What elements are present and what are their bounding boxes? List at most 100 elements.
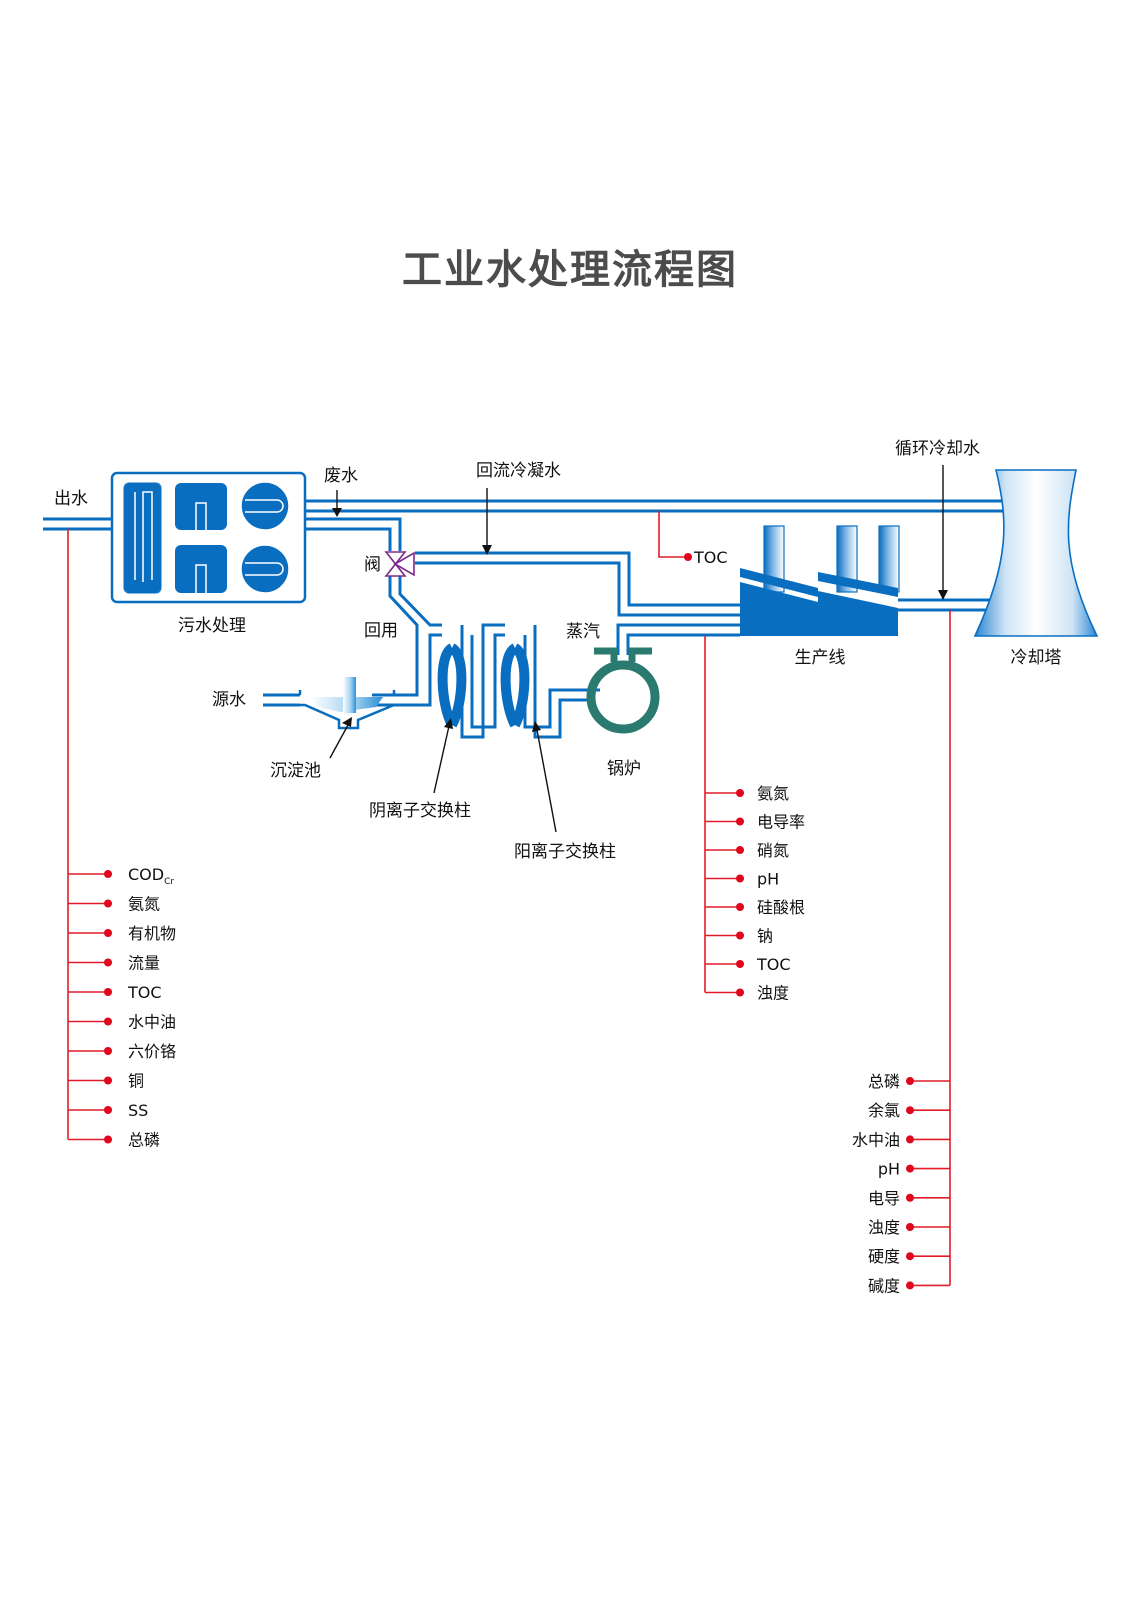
sensor-item[interactable]: 硅酸根 [705,898,805,917]
sensor-item[interactable]: 水中油 [852,1130,950,1149]
sensor-item[interactable]: 钠 [705,927,773,946]
sensor-dot [104,988,112,996]
sensor-dot [906,1223,914,1231]
sensor-label: 钠 [757,927,773,946]
outlet-pipe [43,517,112,531]
sensor-label: 水中油 [852,1130,900,1149]
label-reuse: 回用 [364,621,398,641]
sensor-dot [104,929,112,937]
label-source-water: 源水 [212,690,246,710]
label-boiler: 锅炉 [607,759,641,779]
sensor-label: pH [757,870,779,889]
sensor-dot [104,1017,112,1026]
sensor-item[interactable]: SS [68,1101,148,1120]
steam-pipe [616,623,740,655]
sensor-label: 余氯 [868,1101,900,1120]
annotation-arrows [329,465,948,833]
sensor-item[interactable]: 氨氮 [705,784,789,803]
sensor-label: TOC [127,983,162,1002]
sensor-item[interactable]: 有机物 [68,924,176,943]
boiler[interactable] [586,647,660,734]
sensor-item[interactable]: 氨氮 [68,895,160,914]
cooling-tower[interactable] [973,469,1099,637]
production-line[interactable] [740,525,900,636]
sensor-label: 铜 [128,1072,144,1091]
sensor-dot [906,1252,914,1261]
sensor-dot [736,817,744,826]
sensor-label: 硅酸根 [757,898,805,917]
sensor-item[interactable]: 电导 [868,1189,950,1208]
label-production-line: 生产线 [795,648,846,668]
sensor-dot [104,870,112,878]
sensor-item[interactable]: 水中油 [68,1013,176,1032]
label-wastewater: 废水 [324,466,358,486]
sensor-label: 氨氮 [757,784,789,803]
sensor-item[interactable]: TOC [705,955,791,974]
toc-probe-label: TOC [693,548,728,567]
sensor-dot [104,958,112,967]
sensor-label-subscript: Cr [164,877,174,887]
sensor-item[interactable]: 碱度 [868,1276,950,1295]
sensor-item[interactable]: 硝氮 [705,841,789,860]
sensor-label: 浊度 [868,1218,900,1237]
sensor-item[interactable]: 硬度 [868,1247,950,1266]
sensor-item[interactable]: TOC [68,983,162,1002]
diagram-title: 工业水处理流程图 [402,247,738,293]
label-sewage-treatment: 污水处理 [178,616,246,636]
sensor-dot [736,874,744,883]
label-reflux-condensate: 回流冷凝水 [476,461,561,481]
label-valve: 阀 [364,555,381,575]
sensor-item[interactable]: 浊度 [868,1218,950,1237]
sensor-item[interactable]: 六价铬 [68,1042,176,1061]
sensor-dot [104,1076,112,1085]
sewage-treatment-unit[interactable] [110,471,307,604]
sensor-dot [906,1077,914,1085]
label-cation-exchange-column: 阳离子交换柱 [514,842,616,862]
sensor-label: pH [878,1160,900,1179]
sensor-item[interactable]: 总磷 [68,1131,160,1150]
label-anion-exchange-column: 阴离子交换柱 [369,801,471,821]
sensor-dot [736,789,744,797]
sensor-label: 有机物 [128,924,176,943]
sensor-item[interactable]: 浊度 [705,984,789,1003]
sensor-label: 电导 [868,1189,900,1208]
sensor-item[interactable]: 余氯 [868,1101,950,1120]
label-cooling-tower: 冷却塔 [1011,648,1062,668]
sensor-dot [104,899,112,908]
sensor-label: 硬度 [868,1247,900,1266]
sensor-label: 总磷 [128,1131,160,1150]
sediment-to-column-pipe [372,633,442,707]
sensor-dot [736,960,744,968]
sensor-label: 硝氮 [757,841,789,860]
label-steam: 蒸汽 [566,622,600,642]
column-link-pipe [460,623,505,739]
sensor-item[interactable]: 电导率 [705,813,805,832]
sensor-dot [906,1106,914,1115]
valve-icon[interactable] [384,551,415,577]
label-sedimentation-tank: 沉淀池 [270,761,321,781]
sensor-item[interactable]: 铜 [68,1072,144,1091]
sensor-item[interactable]: 流量 [68,954,160,973]
top-trunk-pipe [305,499,1005,513]
sensor-item[interactable]: CODCr [68,865,174,887]
wastewater-pipe [305,517,402,551]
sensor-label: SS [128,1101,148,1120]
sensor-label: 总磷 [868,1072,900,1091]
source-water-pipe [263,693,300,707]
sensor-item[interactable]: pH [878,1160,950,1179]
sensor-dot [736,931,744,940]
sensor-dot [104,1135,112,1144]
sedimentation-tank[interactable] [298,677,400,730]
toc-probe[interactable]: TOC [658,511,728,567]
sensor-item[interactable]: 总磷 [868,1072,950,1091]
cation-exchange-column[interactable] [500,643,530,728]
cooling-water-pipe [898,598,995,612]
sensor-label: 浊度 [757,984,789,1003]
sensor-label: 流量 [128,954,160,973]
anion-exchange-column[interactable] [437,643,467,728]
sensor-item[interactable]: pH [705,870,779,889]
sensor-label: 碱度 [868,1276,900,1295]
